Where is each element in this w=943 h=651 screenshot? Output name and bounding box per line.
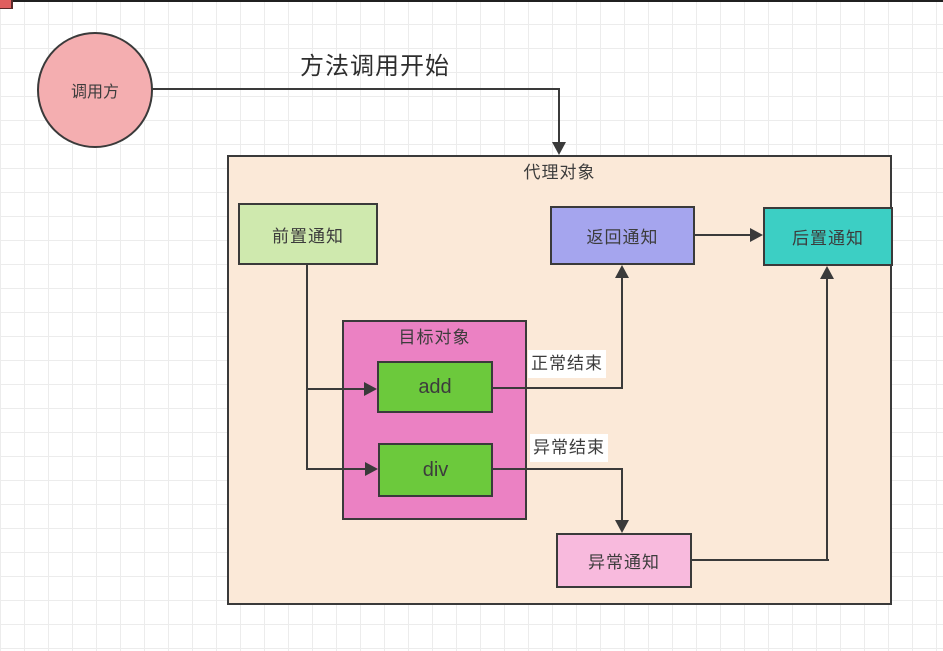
connector-branch-add xyxy=(306,388,366,390)
connector-return-after xyxy=(695,234,751,236)
arrowhead-into-proxy-icon xyxy=(552,142,566,155)
method-div-label: div xyxy=(422,458,449,481)
connector-div-out xyxy=(493,468,623,470)
arrowhead-into-exception-icon xyxy=(615,520,629,533)
after-advice-node: 后置通知 xyxy=(763,207,893,266)
connector-before-down xyxy=(306,265,308,470)
window-top-edge xyxy=(0,0,943,2)
connector-caller-h xyxy=(152,88,560,90)
proxy-title: 代理对象 xyxy=(523,163,596,182)
exception-end-label: 异常结束 xyxy=(530,434,608,462)
exception-advice-node: 异常通知 xyxy=(556,533,692,588)
method-div-node: div xyxy=(378,443,493,497)
caller-label: 调用方 xyxy=(70,84,119,101)
return-advice-node: 返回通知 xyxy=(550,206,695,265)
return-advice-label: 返回通知 xyxy=(586,228,659,247)
exception-advice-label: 异常通知 xyxy=(588,553,660,572)
before-advice-label: 前置通知 xyxy=(272,226,344,246)
before-advice-node: 前置通知 xyxy=(238,203,378,265)
normal-end-label: 正常结束 xyxy=(528,350,606,378)
connector-exception-out xyxy=(692,559,829,561)
connector-caller-v xyxy=(558,88,560,143)
target-title: 目标对象 xyxy=(398,328,471,347)
caller-node: 调用方 xyxy=(37,32,153,148)
after-advice-label: 后置通知 xyxy=(792,229,864,248)
connector-add-up xyxy=(621,276,623,389)
corner-marker xyxy=(0,0,13,9)
arrowhead-into-after-bottom-icon xyxy=(820,266,834,279)
arrowhead-into-add-icon xyxy=(364,382,377,396)
start-call-label: 方法调用开始 xyxy=(300,53,450,80)
arrowhead-into-return-icon xyxy=(615,265,629,278)
arrowhead-into-after-icon xyxy=(750,228,763,242)
method-add-node: add xyxy=(377,361,493,413)
connector-branch-div xyxy=(306,468,367,470)
method-add-label: add xyxy=(418,375,452,398)
arrowhead-into-div-icon xyxy=(365,462,378,476)
connector-div-down xyxy=(621,468,623,521)
connector-exception-up xyxy=(826,277,828,561)
connector-add-out xyxy=(493,387,623,389)
